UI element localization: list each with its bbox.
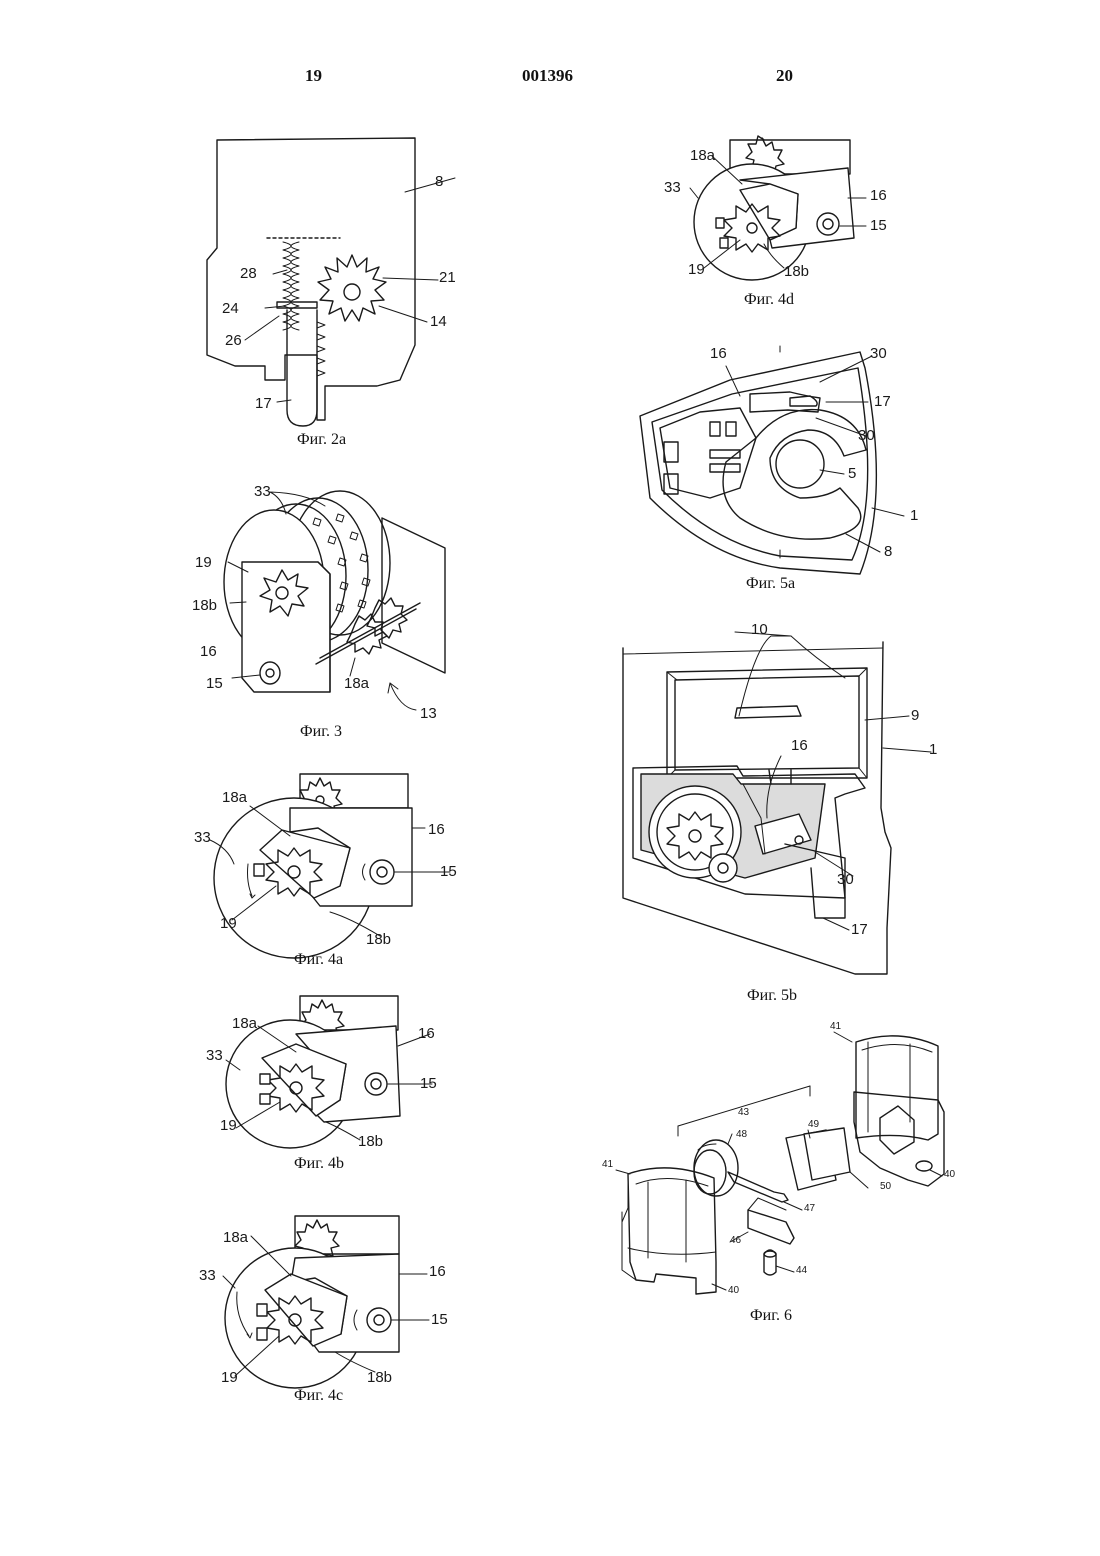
label-15: 15: [431, 1312, 448, 1327]
label-46: 46: [730, 1236, 741, 1246]
label-33: 33: [254, 484, 271, 499]
patent-number: 001396: [522, 66, 573, 86]
label-17: 17: [851, 922, 868, 937]
figure-2a-drawing: [195, 130, 465, 450]
label-13: 13: [420, 706, 437, 721]
figure-3-drawing: [190, 478, 450, 748]
label-30-bottom: 30: [858, 428, 875, 443]
label-8: 8: [435, 174, 443, 189]
label-33: 33: [664, 180, 681, 195]
label-19: 19: [195, 555, 212, 570]
label-18b: 18b: [367, 1370, 392, 1385]
label-26: 26: [225, 333, 242, 348]
caption-fig2a: Фиг. 2a: [297, 432, 346, 448]
label-10: 10: [751, 622, 768, 637]
figure-6-drawing: [598, 1022, 968, 1332]
label-33: 33: [194, 830, 211, 845]
label-15: 15: [420, 1076, 437, 1091]
figure-5b-drawing: [615, 618, 945, 1008]
label-15: 15: [440, 864, 457, 879]
label-19: 19: [221, 1370, 238, 1385]
label-33: 33: [206, 1048, 223, 1063]
caption-fig4b: Фиг. 4b: [294, 1156, 344, 1172]
label-15: 15: [870, 218, 887, 233]
label-19: 19: [220, 916, 237, 931]
label-1: 1: [910, 508, 918, 523]
label-17: 17: [255, 396, 272, 411]
caption-fig4a: Фиг. 4a: [294, 952, 343, 968]
label-16: 16: [870, 188, 887, 203]
caption-fig4d: Фиг. 4d: [744, 292, 794, 308]
label-18a: 18a: [690, 148, 715, 163]
label-41-top: 41: [830, 1022, 841, 1032]
label-18a: 18a: [344, 676, 369, 691]
label-16: 16: [200, 644, 217, 659]
figure-6: 41 43 48 49 41 50 40 47 46 44 40 Фиг. 6: [598, 1022, 968, 1332]
label-9: 9: [911, 708, 919, 723]
figure-2a: 8 28 21 24 14 26 17 Фиг. 2a: [195, 130, 465, 450]
label-43: 43: [738, 1108, 749, 1118]
label-30: 30: [837, 872, 854, 887]
label-18a: 18a: [232, 1016, 257, 1031]
label-18b: 18b: [358, 1134, 383, 1149]
label-18b: 18b: [366, 932, 391, 947]
figure-5b: 10 9 16 1 30 17 Фиг. 5b: [615, 618, 945, 1008]
label-21: 21: [439, 270, 456, 285]
figure-3: 33 19 18b 16 15 18a 13 Фиг. 3: [190, 478, 450, 748]
label-16: 16: [429, 1264, 446, 1279]
figure-4a: 18a 16 33 15 19 18b Фиг. 4a: [190, 768, 470, 978]
caption-fig5a: Фиг. 5a: [746, 576, 795, 592]
label-41-left: 41: [602, 1160, 613, 1170]
figure-4b: 18a 16 33 15 19 18b Фиг. 4b: [200, 990, 460, 1180]
caption-fig5b: Фиг. 5b: [747, 988, 797, 1004]
label-49: 49: [808, 1120, 819, 1130]
label-24: 24: [222, 301, 239, 316]
caption-fig4c: Фиг. 4c: [294, 1388, 343, 1404]
label-14: 14: [430, 314, 447, 329]
page-number-right: 20: [776, 66, 793, 86]
label-19: 19: [688, 262, 705, 277]
label-48: 48: [736, 1130, 747, 1140]
label-18a: 18a: [223, 1230, 248, 1245]
label-47: 47: [804, 1204, 815, 1214]
figure-4c: 18a 16 33 15 19 18b Фиг. 4c: [195, 1212, 460, 1412]
label-40-right: 40: [944, 1170, 955, 1180]
label-16: 16: [710, 346, 727, 361]
label-30-top: 30: [870, 346, 887, 361]
label-50: 50: [880, 1182, 891, 1192]
label-28: 28: [240, 266, 257, 281]
figure-5a: 16 30 17 30 5 1 8 Фиг. 5a: [630, 338, 930, 598]
label-5: 5: [848, 466, 856, 481]
caption-fig6: Фиг. 6: [750, 1308, 792, 1324]
label-8: 8: [884, 544, 892, 559]
label-33: 33: [199, 1268, 216, 1283]
label-16: 16: [428, 822, 445, 837]
label-18a: 18a: [222, 790, 247, 805]
caption-fig3: Фиг. 3: [300, 724, 342, 740]
figure-4d: 18a 33 16 15 19 18b Фиг. 4d: [660, 128, 900, 318]
label-17: 17: [874, 394, 891, 409]
label-16: 16: [418, 1026, 435, 1041]
label-1: 1: [929, 742, 937, 757]
label-40-bottom: 40: [728, 1286, 739, 1296]
label-44: 44: [796, 1266, 807, 1276]
label-18b: 18b: [784, 264, 809, 279]
label-19: 19: [220, 1118, 237, 1133]
label-15: 15: [206, 676, 223, 691]
label-16: 16: [791, 738, 808, 753]
page-number-left: 19: [305, 66, 322, 86]
label-18b: 18b: [192, 598, 217, 613]
